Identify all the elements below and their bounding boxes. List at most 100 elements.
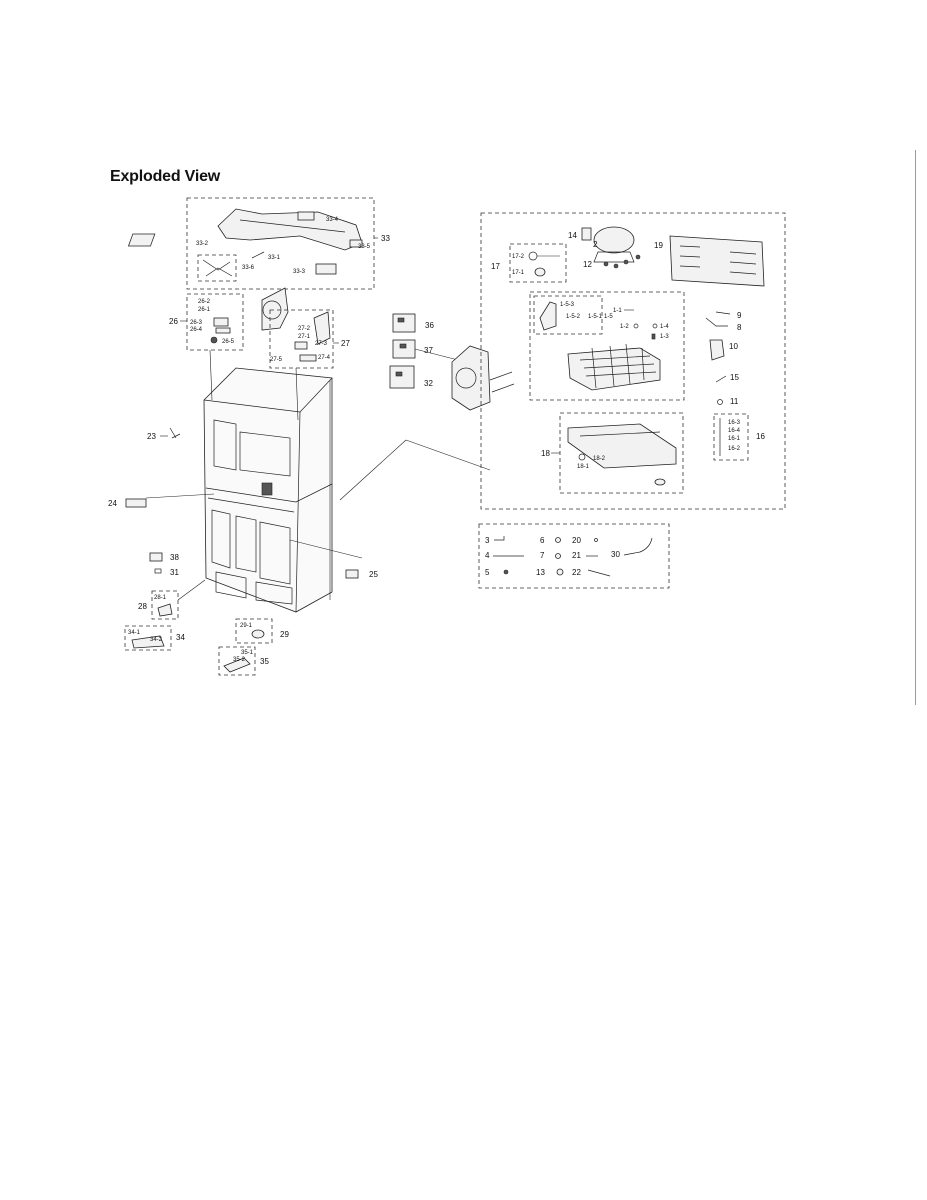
grommet-12a (603, 261, 609, 267)
leader-24 (145, 493, 215, 499)
drain-tray-18 (567, 423, 677, 469)
fan-housing (261, 287, 289, 331)
part-17-1-shape (534, 267, 546, 277)
label-11: 11 (730, 397, 739, 406)
part-22-shape (587, 569, 611, 577)
screw-26-5 (210, 336, 218, 344)
part-15-shape (715, 375, 727, 383)
label-26-4: 26-4 (190, 327, 203, 333)
part-1-3-shape (651, 333, 656, 340)
label-16-1: 16-1 (728, 436, 741, 442)
hardware-box (478, 523, 670, 589)
part-35-shape (223, 657, 251, 673)
divider-mount (261, 482, 273, 496)
label-24: 24 (108, 499, 117, 508)
crisper-left (215, 571, 247, 599)
label-22: 22 (572, 568, 581, 577)
label-35-1: 35-1 (241, 650, 254, 656)
label-1-5-1: 1-5-1 (588, 314, 603, 320)
part-33-1-shape (251, 251, 265, 259)
label-38: 38 (170, 553, 179, 562)
label-30: 30 (611, 550, 620, 559)
refrigerator-cabinet (203, 349, 333, 613)
label-9: 9 (737, 311, 742, 320)
page-edge-rule (915, 150, 916, 705)
cabinet-divider-lower (207, 497, 295, 513)
board-36 (392, 313, 416, 333)
label-34: 34 (176, 633, 185, 642)
bracket-33-3 (315, 263, 337, 275)
board-32 (389, 365, 415, 389)
label-10: 10 (729, 342, 738, 351)
label-1-5-2: 1-5-2 (566, 314, 581, 320)
part-38-shape (149, 552, 163, 562)
label-16: 16 (756, 432, 765, 441)
bracket-27-4 (299, 354, 317, 362)
label-3: 3 (485, 536, 490, 545)
part-7-shape (555, 553, 561, 559)
cabinet-divider (205, 483, 333, 503)
label-27-2: 27-2 (298, 326, 311, 332)
label-21: 21 (572, 551, 581, 560)
group-33-box (186, 197, 375, 290)
label-33: 33 (381, 234, 390, 243)
evaporator-fins (579, 355, 657, 377)
label-17-1: 17-1 (512, 270, 525, 276)
group-17-box (509, 243, 567, 283)
label-8: 8 (737, 323, 742, 332)
label-34-1: 34-1 (128, 630, 141, 636)
label-37: 37 (424, 346, 433, 355)
board-36-chip (397, 317, 405, 323)
group-27-box (269, 309, 334, 369)
leader-28 (177, 579, 206, 601)
label-17: 17 (491, 262, 500, 271)
harness-33-6 (202, 259, 233, 277)
fridge-left-rail (211, 509, 231, 569)
fridge-left-shelf (235, 515, 257, 573)
label-4: 4 (485, 551, 490, 560)
label-27-4: 27-4 (318, 355, 331, 361)
part-5-shape (503, 569, 509, 575)
label-25: 25 (369, 570, 378, 579)
freezer-back-panel (239, 431, 291, 477)
part-9-shape (715, 311, 731, 315)
group-33-6-box (197, 254, 237, 282)
leader-27-cabinet (295, 367, 299, 421)
part-6-shape (555, 537, 561, 543)
group-16-box (713, 413, 749, 461)
evaporator-coils (591, 343, 645, 389)
label-13: 13 (536, 568, 545, 577)
label-16-2: 16-2 (728, 446, 741, 452)
label-2: 2 (593, 240, 598, 249)
label-23: 23 (147, 432, 156, 441)
label-31: 31 (170, 568, 179, 577)
machine-compartment: 17-2 17-1 17 14 2 12 19 1-5-3 1-5-2 1-5-… (480, 212, 786, 510)
bracket-26-3 (213, 317, 229, 327)
rear-cover-19 (669, 235, 765, 287)
part-34-shape (131, 635, 165, 649)
compressor-base (593, 251, 635, 263)
part-29-shape (251, 629, 265, 639)
label-18: 18 (541, 449, 550, 458)
bracket-33-2 (127, 233, 156, 247)
freezer-left-wall (213, 419, 237, 471)
board-37 (392, 339, 416, 359)
part-33-4-shape (297, 211, 315, 221)
part-30-shape (623, 537, 653, 556)
drain-tray-edge (579, 431, 661, 437)
label-28: 28 (138, 602, 147, 611)
label-18-2: 18-2 (593, 456, 606, 462)
fridge-right-shelf (259, 521, 291, 585)
group-29-box (235, 618, 273, 644)
part-1-5-shape (539, 301, 557, 331)
label-6: 6 (540, 536, 545, 545)
group-35-box (218, 646, 256, 676)
rear-duct-pipes (489, 371, 515, 393)
cabinet-front-corner (295, 411, 301, 613)
hinge-25 (345, 569, 359, 579)
leader-rear-box (405, 439, 491, 471)
grommet-12c (623, 259, 629, 265)
label-15: 15 (730, 373, 739, 382)
label-26-5: 26-5 (222, 339, 235, 345)
label-5: 5 (485, 568, 490, 577)
